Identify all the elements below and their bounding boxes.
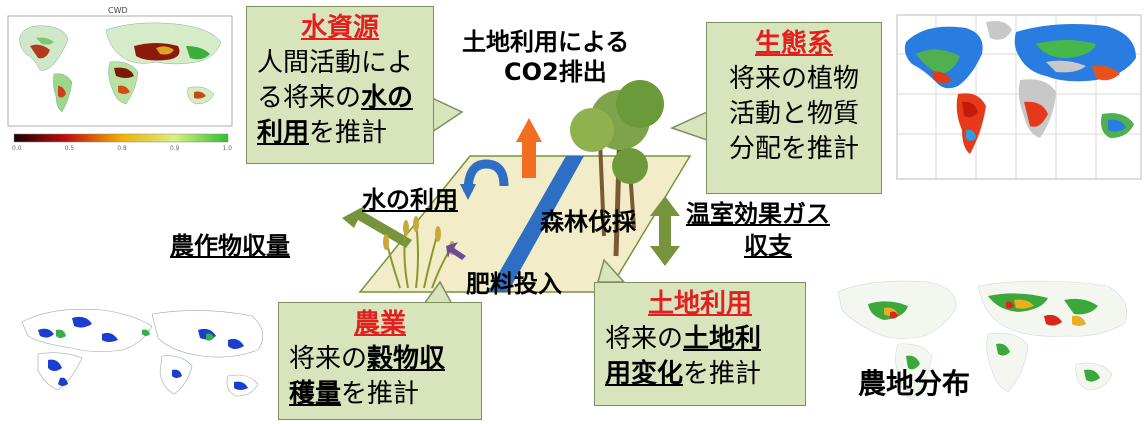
ecosystem-line2: 活動と物質 xyxy=(728,99,859,129)
ghg-label-line1: 温室効果ガス xyxy=(686,200,830,228)
forest-icon xyxy=(570,80,664,257)
ecosystem-title: 生態系 xyxy=(754,29,833,59)
ghg-label-line2: 収支 xyxy=(744,232,792,260)
cwd-colorbar xyxy=(13,133,229,143)
co2-label-line1: 土地利用による xyxy=(462,28,630,56)
landuse-line1-underlined: 土地利 xyxy=(683,324,762,354)
ecosystem-line3: 分配を推計 xyxy=(728,134,859,164)
cwd-tick: 0.9 xyxy=(169,145,180,152)
water-line3-underlined: 利用 xyxy=(257,118,310,148)
agriculture-line2: を推計 xyxy=(341,379,420,409)
cwd-tick: 0.8 xyxy=(117,145,127,152)
water-line1: 人間活動によ xyxy=(257,48,414,78)
cwd-map-title: CWD xyxy=(108,6,128,15)
ecosystem-callout: 生態系 将来の植物 活動と物質 分配を推計 xyxy=(706,22,882,194)
co2-label-line2: CO2排出 xyxy=(504,58,607,86)
landuse-line2: を推計 xyxy=(683,359,762,389)
agriculture-line1-underlined: 穀物収 xyxy=(367,344,446,374)
cwd-world-map xyxy=(7,15,233,143)
crop-yield-label: 農作物収量 xyxy=(170,232,290,260)
cwd-map: CWD 0.0 xyxy=(6,6,234,158)
fertilizer-label: 肥料投入 xyxy=(466,270,562,298)
landuse-line1: 将来の xyxy=(605,324,684,354)
water-resources-callout: 水資源 人間活動によ る将来の水の 利用を推計 xyxy=(246,6,434,164)
agriculture-line1: 将来の xyxy=(289,344,368,374)
co2-emission-arrow xyxy=(516,118,542,178)
land-use-title: 土地利用 xyxy=(647,289,752,319)
fertilizer-arrow xyxy=(446,242,466,260)
landuse-line2-underlined: 用変化 xyxy=(605,359,684,389)
ecosystem-map xyxy=(896,14,1142,180)
water-line2-underlined: 水の xyxy=(361,83,414,113)
water-resources-title: 水資源 xyxy=(300,13,379,43)
ghg-double-arrow xyxy=(650,196,680,266)
cropland-map xyxy=(828,272,1138,418)
cwd-tick: 0.0 xyxy=(12,145,22,152)
rice-plant-icon xyxy=(383,216,455,289)
water-line3: を推計 xyxy=(309,118,388,148)
water-use-arrow xyxy=(463,159,509,193)
land-illustration xyxy=(342,80,692,293)
river xyxy=(488,156,584,292)
water-use-label: 水の利用 xyxy=(362,186,458,214)
cwd-tick: 1.0 xyxy=(222,145,232,152)
land-use-callout: 土地利用 将来の土地利 用変化を推計 xyxy=(594,282,806,406)
deforestation-label: 森林伐採 xyxy=(540,208,636,236)
cropland-label: 農地分布 xyxy=(858,367,971,400)
agriculture-line2-underlined: 穫量 xyxy=(289,379,342,409)
crop-yield-arrow xyxy=(342,204,412,248)
ecosystem-line1: 将来の植物 xyxy=(728,64,859,94)
cwd-tick: 0.5 xyxy=(64,145,75,152)
water-line2: る将来の xyxy=(257,83,362,113)
agriculture-title: 農業 xyxy=(353,309,406,339)
agriculture-map xyxy=(2,300,274,420)
agriculture-callout: 農業 将来の穀物収 穫量を推計 xyxy=(278,302,482,420)
water-use-arrowhead xyxy=(460,184,476,200)
